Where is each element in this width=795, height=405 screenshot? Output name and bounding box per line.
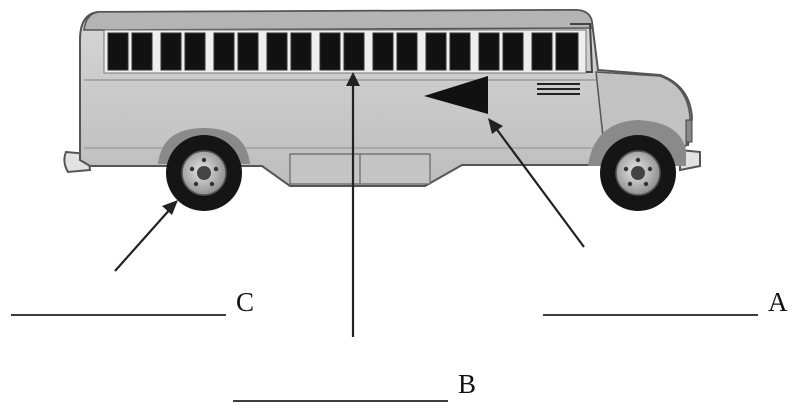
headlight: [686, 120, 692, 142]
bus-illustration: [64, 10, 700, 211]
label-b-group: B: [233, 369, 476, 401]
arrow-c-icon: [115, 200, 178, 271]
roof: [84, 10, 592, 30]
rear-wheel-icon: [166, 135, 242, 211]
label-c: C: [236, 287, 254, 317]
label-a-group: A: [543, 287, 788, 317]
front-wheel-icon: [600, 135, 676, 211]
label-b: B: [458, 369, 476, 399]
label-c-group: C: [11, 287, 254, 317]
label-a: A: [768, 287, 788, 317]
